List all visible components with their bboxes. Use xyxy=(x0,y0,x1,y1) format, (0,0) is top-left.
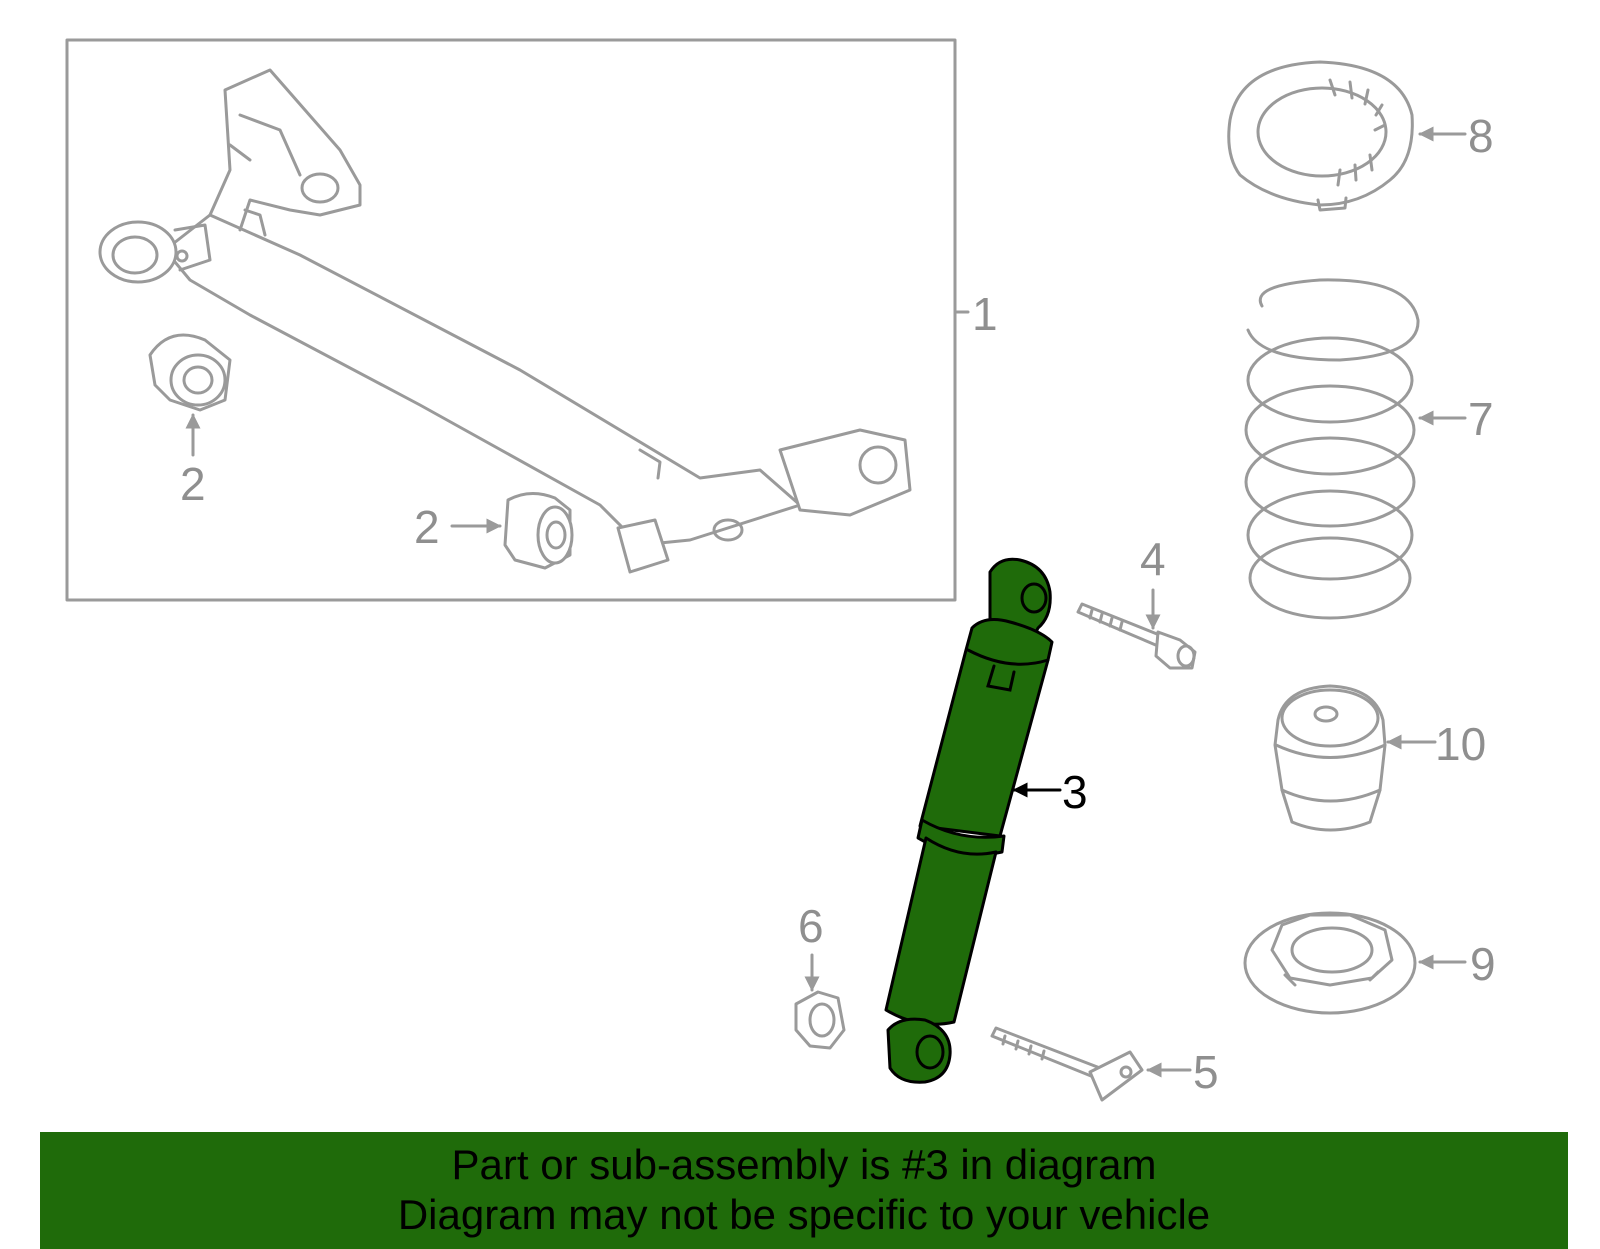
lower-nut[interactable]: 6 xyxy=(794,900,846,1050)
bump-stop[interactable]: 10 xyxy=(1273,684,1486,832)
rear-axle-beam xyxy=(98,68,912,574)
callout-2-lower[interactable]: 2 xyxy=(414,501,440,553)
upper-spring-seat[interactable]: 8 xyxy=(1227,60,1494,212)
callout-2-upper[interactable]: 2 xyxy=(180,458,206,510)
callout-9[interactable]: 9 xyxy=(1470,938,1496,990)
axle-assembly-group[interactable]: 1 2 2 xyxy=(65,38,998,602)
callout-3[interactable]: 3 xyxy=(1062,766,1088,818)
lower-spring-seat[interactable]: 9 xyxy=(1243,911,1496,1015)
axle-assembly-frame xyxy=(65,38,957,602)
banner-line-2: Diagram may not be specific to your vehi… xyxy=(397,1191,1211,1238)
coil-spring[interactable]: 7 xyxy=(1244,278,1494,620)
callout-7[interactable]: 7 xyxy=(1468,393,1494,445)
callout-8[interactable]: 8 xyxy=(1468,110,1494,162)
callout-1[interactable]: 1 xyxy=(972,288,998,340)
lower-mounting-bolt[interactable]: 5 xyxy=(990,1026,1219,1102)
callout-4[interactable]: 4 xyxy=(1140,533,1166,585)
info-banner: Part or sub-assembly is #3 in diagram Di… xyxy=(40,1132,1568,1249)
shock-absorber[interactable]: 3 xyxy=(884,557,1088,1084)
callout-6[interactable]: 6 xyxy=(798,900,824,952)
callout-5[interactable]: 5 xyxy=(1193,1046,1219,1098)
callout-10[interactable]: 10 xyxy=(1435,718,1486,770)
bushing-lower-center xyxy=(503,492,574,570)
bushing-upper-left xyxy=(148,333,232,412)
banner-line-1: Part or sub-assembly is #3 in diagram xyxy=(451,1141,1157,1188)
upper-mounting-bolt[interactable]: 4 xyxy=(1076,533,1197,670)
